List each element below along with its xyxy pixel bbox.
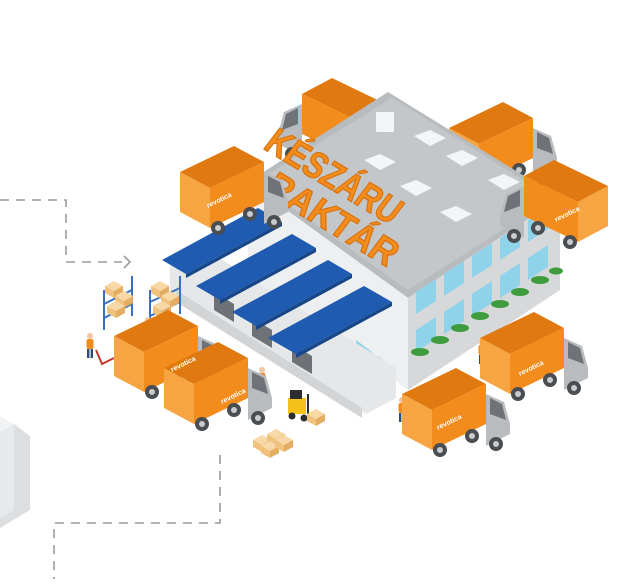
loading-docks — [162, 208, 396, 418]
box-pallet — [253, 429, 293, 458]
worker — [86, 333, 94, 358]
side-block — [0, 416, 30, 528]
chevron-right-icon — [123, 255, 132, 269]
hand-trolley — [95, 349, 115, 366]
flow-line-bottom — [53, 455, 221, 579]
flow-line-top — [0, 199, 122, 263]
box — [307, 409, 325, 426]
forklift — [288, 390, 309, 422]
flow-lines — [0, 199, 221, 579]
